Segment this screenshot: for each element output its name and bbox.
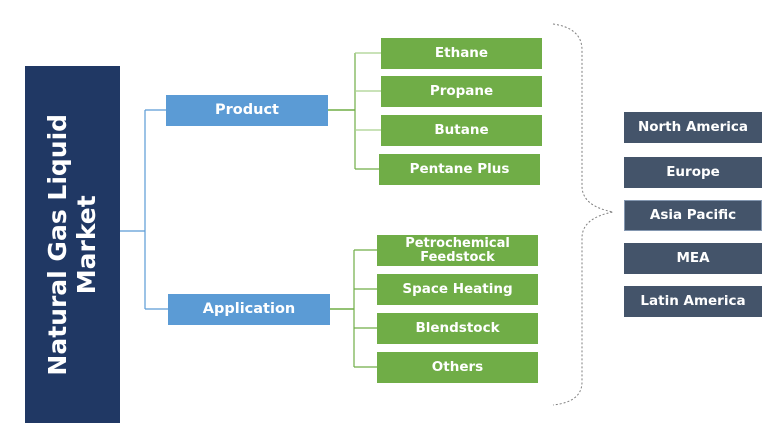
leaf-propane: Propane: [381, 76, 542, 107]
region-europe: Europe: [624, 157, 762, 188]
region-north-america: North America: [624, 112, 762, 143]
leaf-butane: Butane: [381, 115, 542, 146]
root-node: Natural Gas Liquid Market: [25, 66, 120, 423]
leaf-petrochemical-feedstock: Petrochemical Feedstock: [377, 235, 538, 266]
segment-application: Application: [168, 294, 330, 325]
root-title-line1: Natural Gas Liquid: [42, 113, 72, 376]
region-mea: MEA: [624, 243, 762, 274]
root-title-line2: Market: [71, 195, 101, 294]
segment-product: Product: [166, 95, 328, 126]
curly-brace: [552, 23, 614, 406]
region-latin-america: Latin America: [624, 286, 762, 317]
leaf-blendstock: Blendstock: [377, 313, 538, 344]
leaf-others: Others: [377, 352, 538, 383]
leaf-ethane: Ethane: [381, 38, 542, 69]
region-asia-pacific: Asia Pacific: [624, 200, 762, 231]
leaf-space-heating: Space Heating: [377, 274, 538, 305]
leaf-pentane-plus: Pentane Plus: [379, 154, 540, 185]
